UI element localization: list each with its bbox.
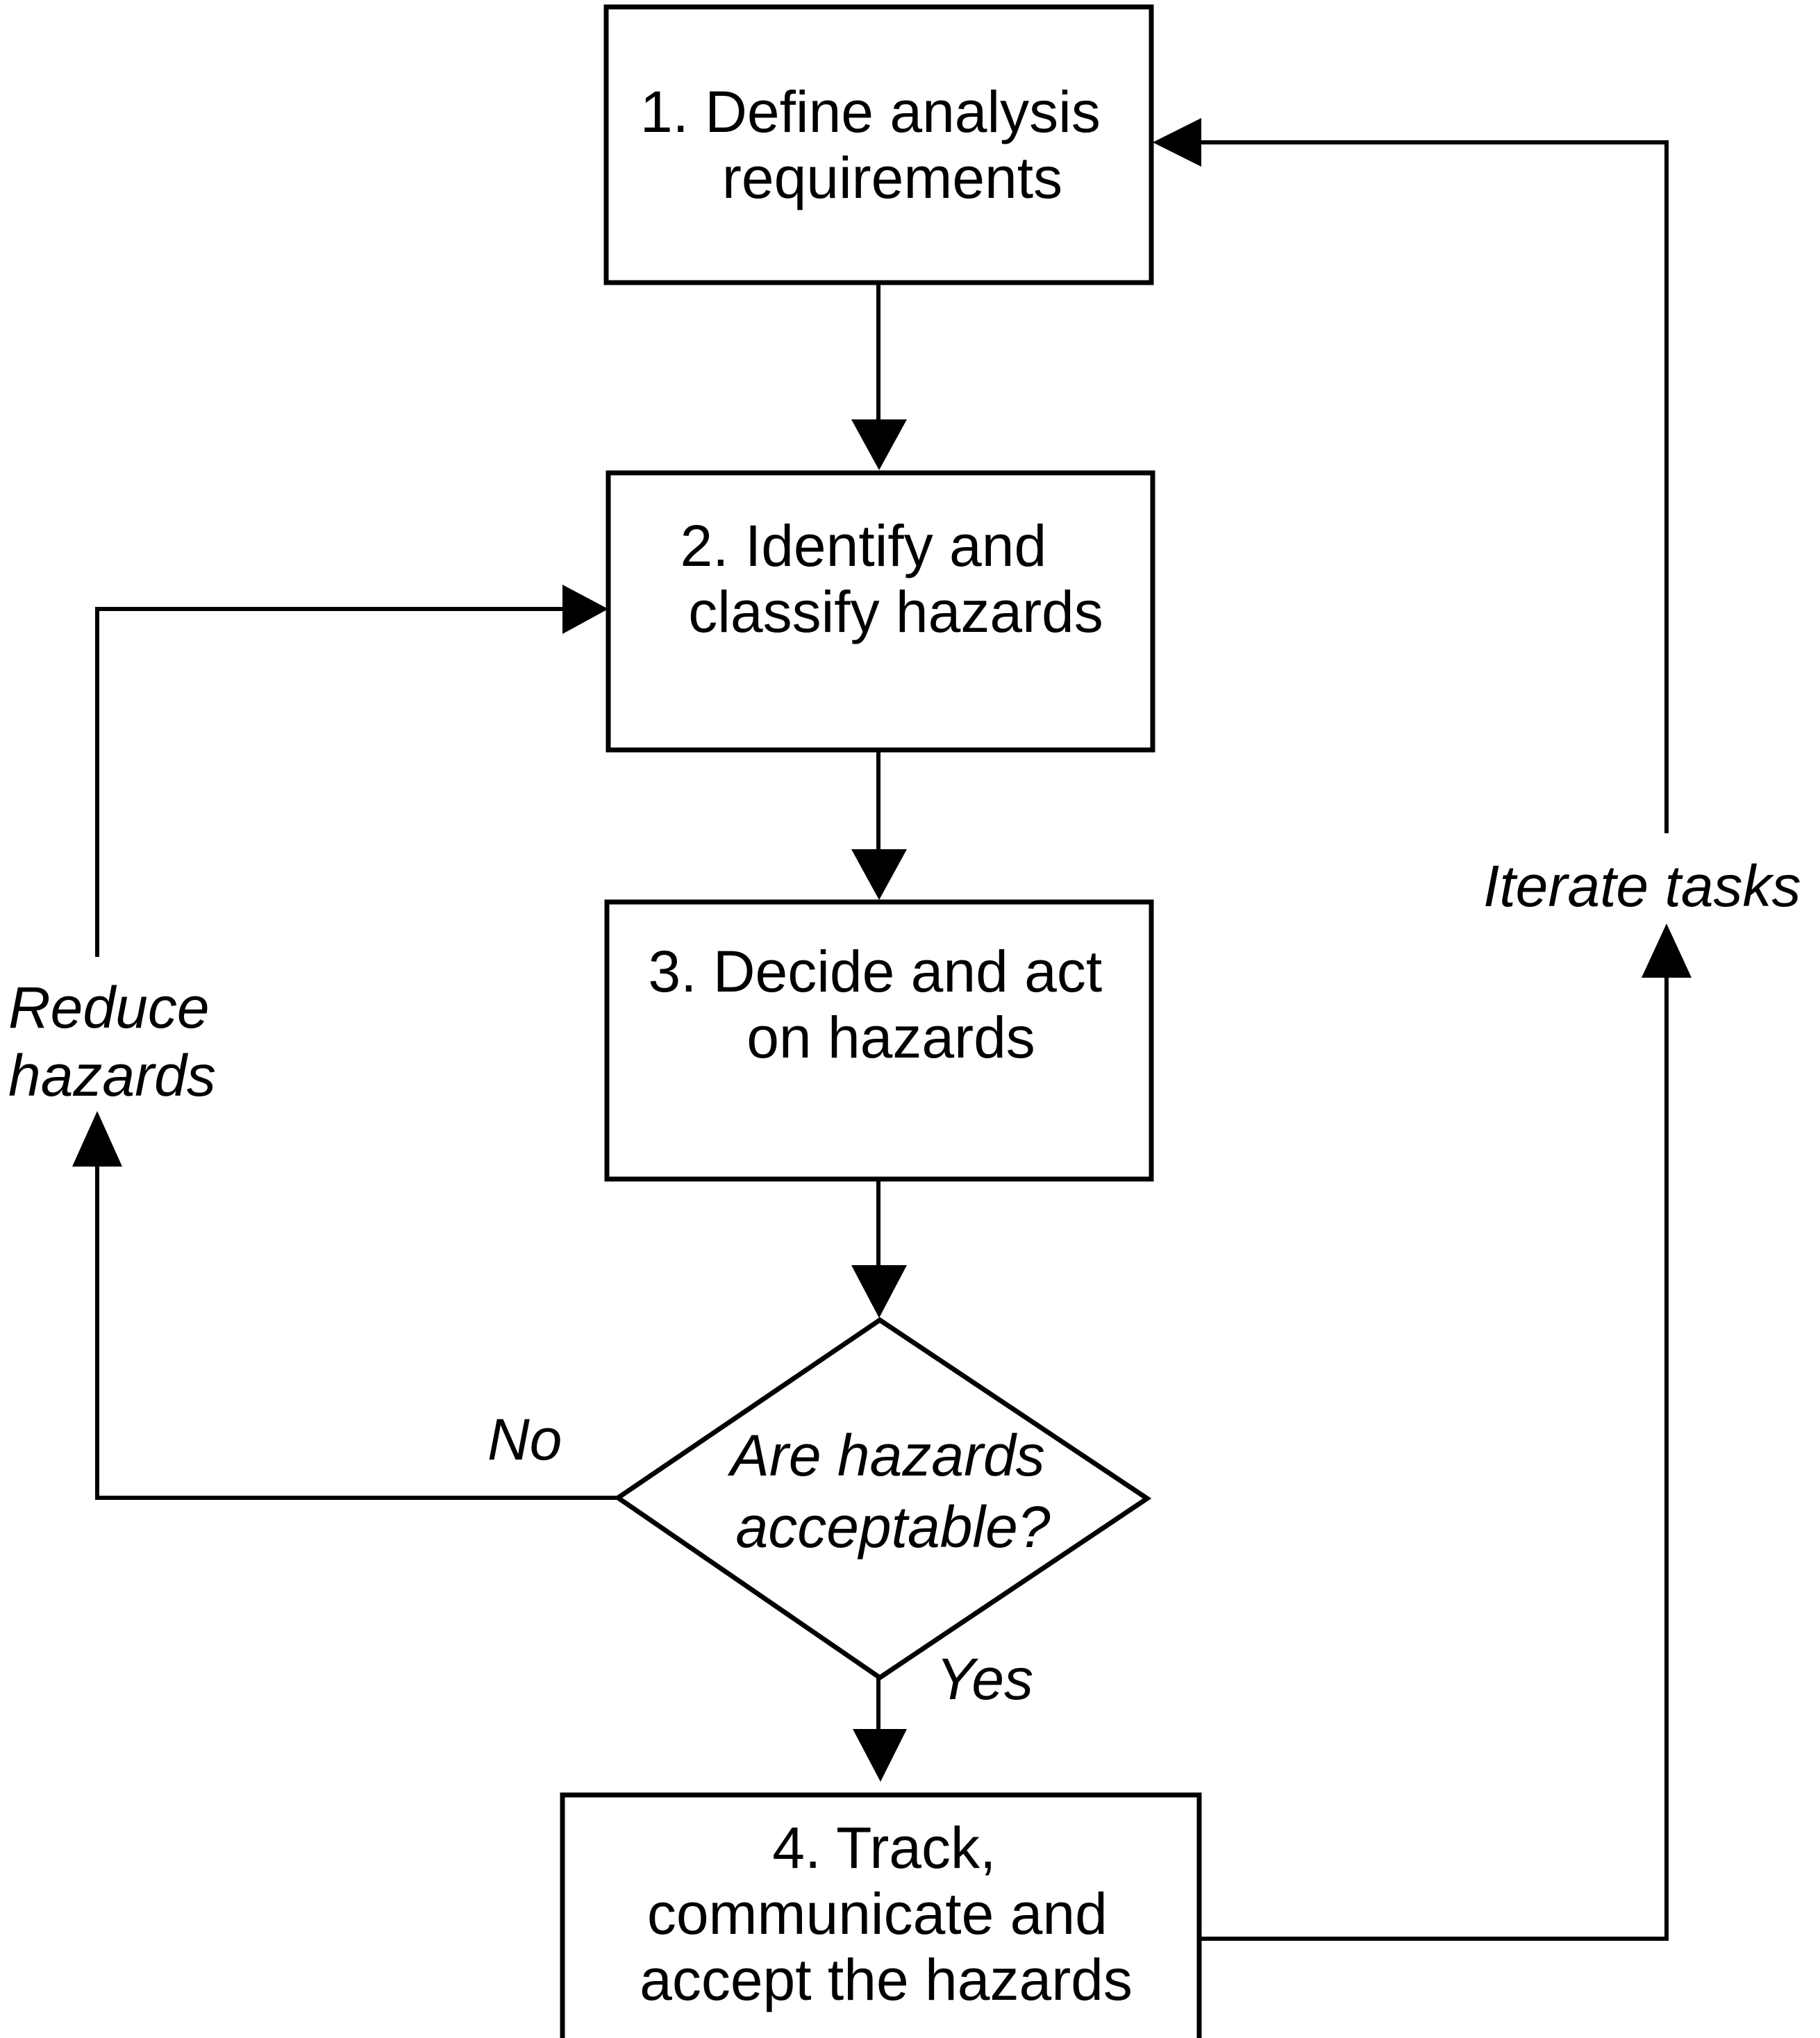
step4-box <box>560 1792 1202 2038</box>
arrowhead-to-step3 <box>851 849 907 900</box>
arrowhead-to-decision <box>851 1265 907 1318</box>
step3-label: 3. Decide and act on hazards <box>648 939 1118 1070</box>
step2-label: 2. Identify and classify hazards <box>680 513 1103 644</box>
arrowhead-to-step1 <box>1153 118 1201 167</box>
step1-box <box>603 4 1154 285</box>
step4-line-3: accept the hazards <box>640 1947 1133 2012</box>
step3-line-1: 3. Decide and act <box>648 939 1102 1004</box>
reduce-line-2: hazards <box>8 1043 216 1108</box>
reduce-loop-line <box>95 607 562 957</box>
step1-line-2: requirements <box>722 145 1062 210</box>
decision-label: Are hazards acceptable? <box>727 1423 1061 1560</box>
step4-line-2: communicate and <box>647 1881 1108 1946</box>
step2-line-1: 2. Identify and <box>680 513 1046 578</box>
iterate-tasks-label: Iterate tasks <box>1483 853 1801 919</box>
arrowhead-to-step4 <box>853 1729 907 1782</box>
reduce-hazards-label: Reduce hazards <box>8 975 226 1108</box>
step4-line-1: 4. Track, <box>772 1815 996 1880</box>
step2-line-2: classify hazards <box>688 579 1103 644</box>
decision-line-2: acceptable? <box>735 1494 1050 1560</box>
arrowhead-reduce-up <box>72 1111 122 1167</box>
step3-line-2: on hazards <box>746 1005 1035 1070</box>
step1-label: 1. Define analysis requirements <box>640 79 1117 210</box>
arrowhead-iterate-up <box>1642 924 1692 978</box>
reduce-line-1: Reduce <box>8 975 210 1040</box>
iterate-loop-line-upper <box>1201 140 1669 833</box>
step4-label: 4. Track, communicate and accept the haz… <box>640 1815 1133 2012</box>
arrowhead-to-step2 <box>851 419 907 470</box>
step3-box <box>604 899 1154 1182</box>
step2-box <box>606 470 1155 753</box>
arrowhead-to-step2-left <box>562 585 608 634</box>
no-loop-line <box>95 1165 618 1500</box>
yes-label: Yes <box>936 1646 1033 1712</box>
no-label: No <box>487 1407 562 1472</box>
step1-line-1: 1. Define analysis <box>640 79 1101 144</box>
decision-line-1: Are hazards <box>727 1423 1045 1488</box>
iterate-loop-line-lower <box>1199 976 1669 1941</box>
